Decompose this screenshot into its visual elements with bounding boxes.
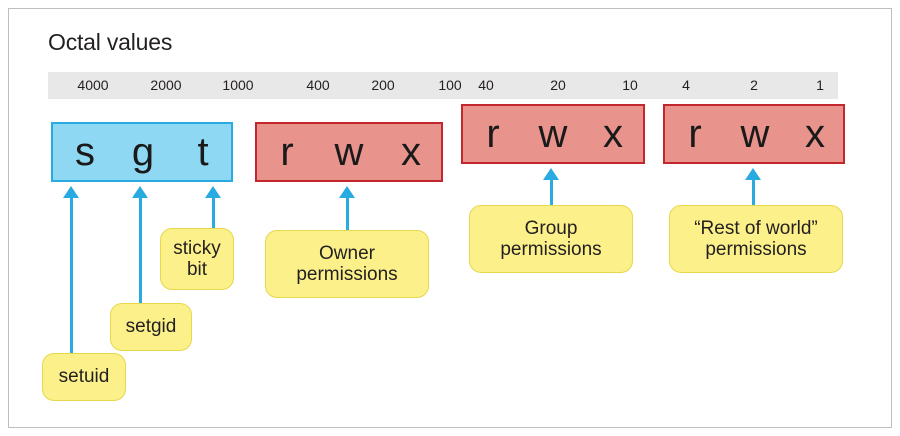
callout-setgid: setgid [110, 303, 192, 351]
permission-letter-owner-w: w [334, 130, 364, 174]
octal-values-strip: 4000 2000 1000 400 200 100 40 20 10 4 2 1 [48, 72, 838, 99]
arrow-head-setgid [132, 186, 148, 198]
arrow-shaft-group-permissions [550, 176, 553, 205]
arrow-head-setuid [63, 186, 79, 198]
permission-letter-group-x: x [603, 112, 623, 156]
callout-group-permissions: Group permissions [469, 205, 633, 273]
arrow-shaft-rest-of-world-permissions [752, 176, 755, 205]
octal-value-40: 40 [478, 77, 494, 93]
octal-value-100: 100 [438, 77, 462, 93]
octal-value-20: 20 [550, 77, 566, 93]
octal-value-400: 400 [306, 77, 330, 93]
permission-letter-group-r: r [486, 112, 500, 156]
arrow-head-group-permissions [543, 168, 559, 180]
octal-value-10: 10 [622, 77, 638, 93]
permission-letter-special-bits-s: s [75, 130, 95, 174]
permission-letter-rest-of-world-w: w [740, 112, 770, 156]
arrow-head-rest-of-world-permissions [745, 168, 761, 180]
arrow-shaft-setgid [139, 194, 142, 303]
permission-letter-owner-x: x [401, 130, 421, 174]
figure-title: Octal values [48, 29, 173, 55]
arrow-head-owner-permissions [339, 186, 355, 198]
permission-letter-owner-r: r [280, 130, 294, 174]
octal-value-4000: 4000 [77, 77, 109, 93]
arrow-head-sticky-bit [205, 186, 221, 198]
permission-letter-rest-of-world-r: r [688, 112, 702, 156]
callout-owner-permissions: Owner permissions [265, 230, 429, 298]
octal-value-2000: 2000 [150, 77, 182, 93]
permission-letter-special-bits-g: g [131, 130, 155, 174]
callout-sticky-bit: sticky bit [160, 228, 234, 290]
permission-letter-rest-of-world-x: x [805, 112, 825, 156]
arrow-shaft-owner-permissions [346, 194, 349, 230]
permission-letter-special-bits-t: t [197, 130, 209, 174]
octal-value-1000: 1000 [222, 77, 254, 93]
callout-setuid: setuid [42, 353, 126, 401]
arrow-shaft-sticky-bit [212, 194, 215, 228]
arrow-shaft-setuid [70, 194, 73, 353]
permission-letter-group-w: w [538, 112, 568, 156]
octal-value-200: 200 [371, 77, 395, 93]
octal-value-1: 1 [816, 77, 824, 93]
callout-rest-of-world-permissions: “Rest of world” permissions [669, 205, 843, 273]
octal-value-2: 2 [750, 77, 758, 93]
octal-value-4: 4 [682, 77, 690, 93]
